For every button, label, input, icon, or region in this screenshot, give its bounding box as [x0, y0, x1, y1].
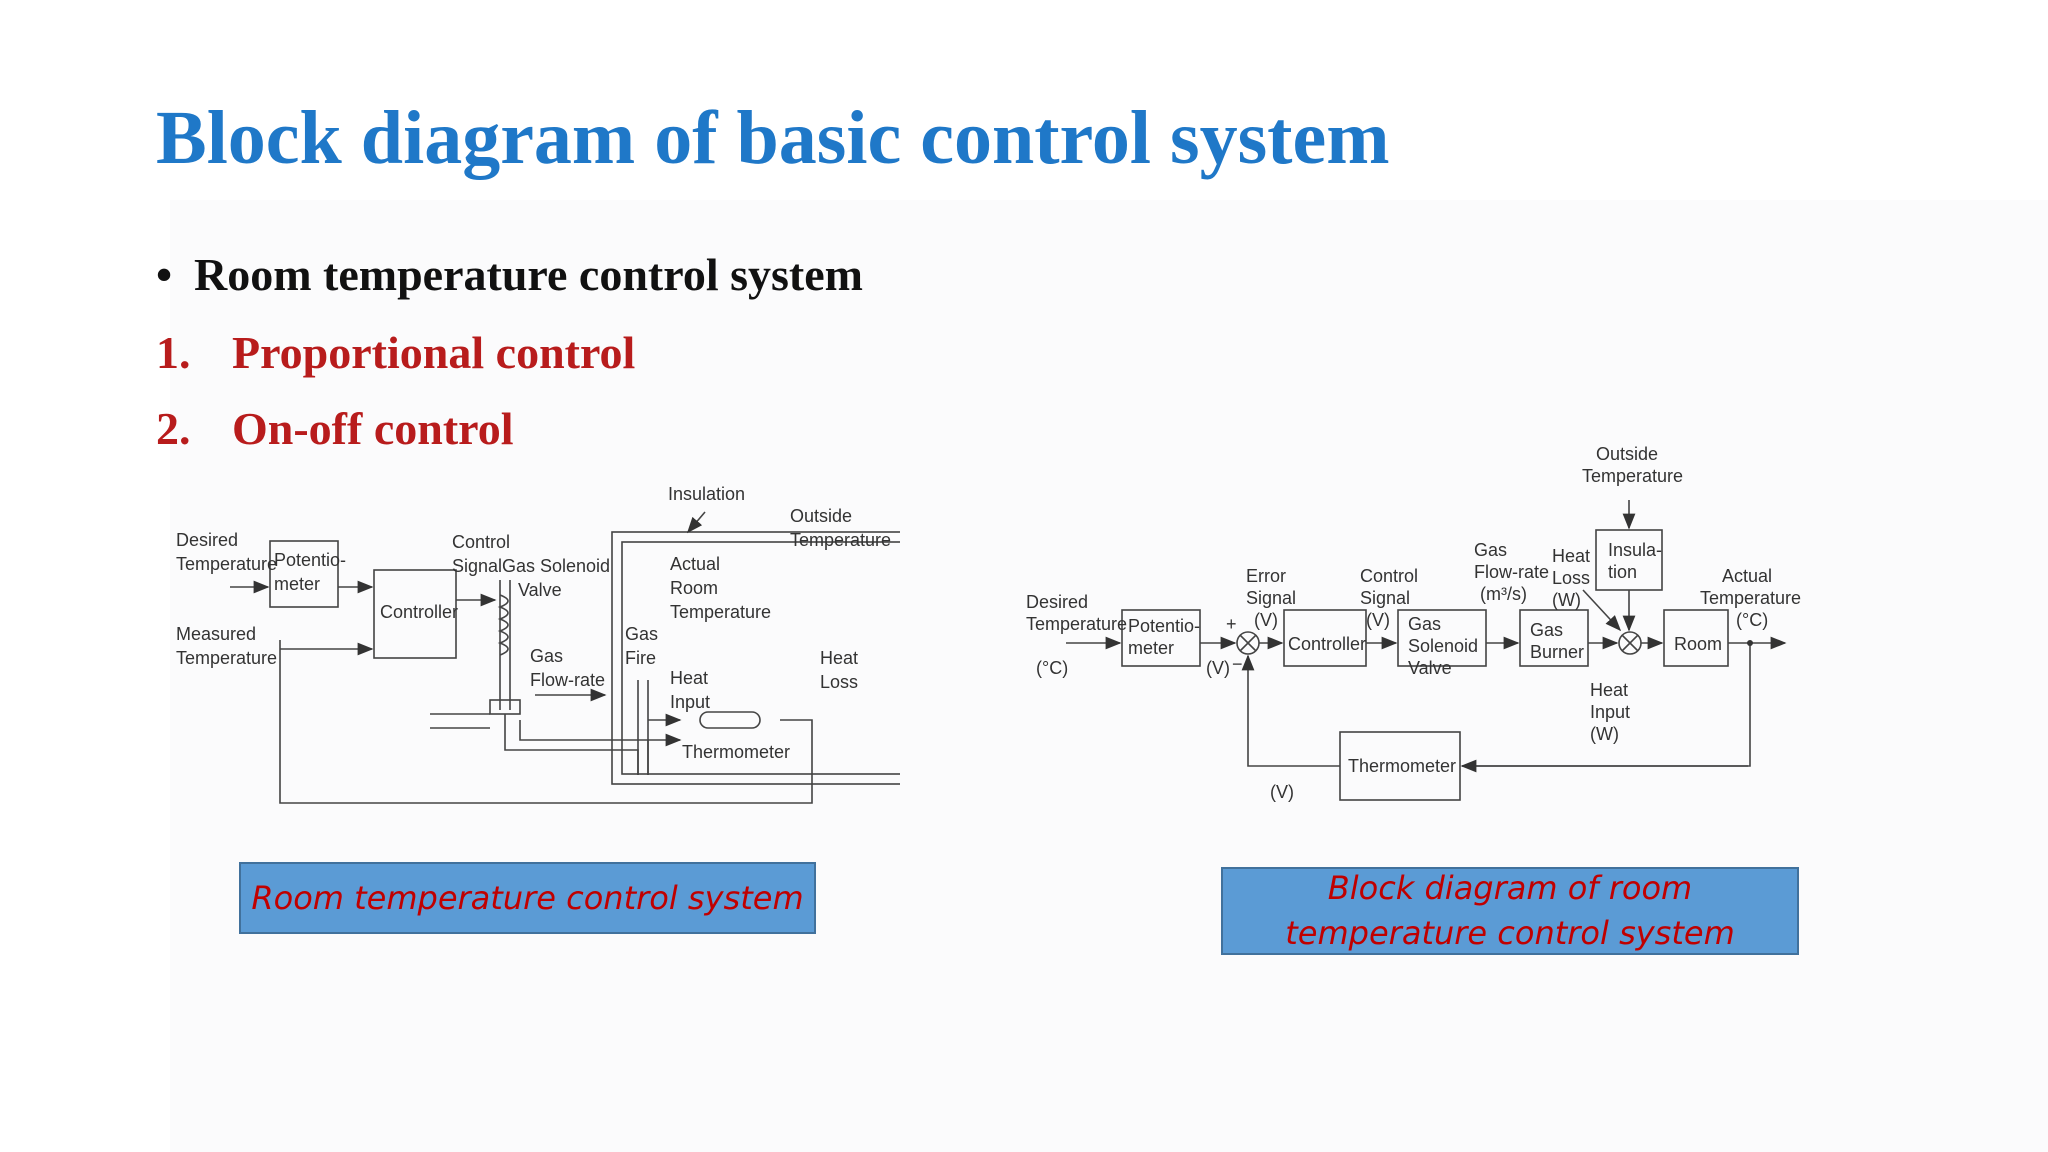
- label-potentiometer-output: (V): [1206, 658, 1230, 678]
- label-control-signal-2: Signal: [452, 556, 502, 576]
- label-measured-temp-2: Temperature: [176, 648, 277, 668]
- label-actual-temp: Actual: [1722, 566, 1772, 586]
- item-number: 2.: [156, 403, 191, 454]
- label-actual-temp-2: Temperature: [1700, 588, 1801, 608]
- label-outside-temp-2: Temperature: [790, 530, 891, 550]
- label-gas-burner-2: Burner: [1530, 642, 1584, 662]
- label-control-signal-3: (V): [1366, 610, 1390, 630]
- label-error-signal-3: (V): [1254, 610, 1278, 630]
- label-control-signal-2: Signal: [1360, 588, 1410, 608]
- label-feedback-volts: (V): [1270, 782, 1294, 802]
- label-thermometer: Thermometer: [1348, 756, 1456, 776]
- label-actual-temp-3: (°C): [1736, 610, 1768, 630]
- label-heat-input-2: Input: [670, 692, 710, 712]
- item-number: 1.: [156, 327, 191, 378]
- label-outside-temp: Outside: [790, 506, 852, 526]
- label-measured-temp: Measured: [176, 624, 256, 644]
- label-thermometer: Thermometer: [682, 742, 790, 762]
- label-control-signal: Control: [452, 532, 510, 552]
- label-heat-loss-2: Loss: [820, 672, 858, 692]
- label-gas-burner: Gas: [1530, 620, 1563, 640]
- label-actual-room-temp-3: Temperature: [670, 602, 771, 622]
- label-actual-room-temp-2: Room: [670, 578, 718, 598]
- label-gas-flow-rate-2: Flow-rate: [530, 670, 605, 690]
- item-text: On-off control: [232, 403, 514, 454]
- room-enclosure: [611, 531, 900, 785]
- label-heat-input: Heat: [1590, 680, 1628, 700]
- label-gas-flow-rate: Gas: [1474, 540, 1507, 560]
- bullet-text: Room temperature control system: [194, 249, 863, 300]
- label-minus-sign: −: [1232, 654, 1243, 674]
- label-outside-temp-2: Temperature: [1582, 466, 1683, 486]
- slide-background: [170, 200, 2048, 1152]
- label-gas-solenoid-valve-2: Solenoid: [1408, 636, 1478, 656]
- room-inner-wall: [621, 541, 900, 775]
- room-block: [1663, 609, 1729, 667]
- controller-block: [373, 569, 457, 659]
- caption-block-diagram: Block diagram of room temperature contro…: [1221, 867, 1799, 955]
- gas-burner-block: [1519, 609, 1589, 667]
- label-desired-temp-unit: (°C): [1036, 658, 1068, 678]
- bullet-room-temperature: • Room temperature control system: [156, 252, 863, 298]
- valve-body: [489, 699, 521, 715]
- label-gas-flow-rate-3: (m³/s): [1480, 584, 1527, 604]
- label-room: Room: [1674, 634, 1722, 654]
- room-temperature-system-diagram: Insulation Outside Temperature Desired T…: [176, 484, 900, 804]
- label-potentiometer-2: meter: [274, 574, 320, 594]
- controller-block: [1283, 609, 1367, 667]
- label-gas-fire-2: Fire: [625, 648, 656, 668]
- item-proportional-control: 1. Proportional control: [156, 330, 635, 376]
- thermometer-bulb: [699, 711, 761, 729]
- label-error-signal: Error: [1246, 566, 1286, 586]
- label-outside-temp: Outside: [1596, 444, 1658, 464]
- slide-title: Block diagram of basic control system: [156, 96, 1390, 180]
- label-insulation-2: tion: [1608, 562, 1637, 582]
- label-heat-loss-3: (W): [1552, 590, 1581, 610]
- label-desired-temp: Desired: [1026, 592, 1088, 612]
- label-plus-sign: +: [1226, 614, 1237, 634]
- potentiometer-block: [269, 540, 339, 608]
- label-heat-input: Heat: [670, 668, 708, 688]
- label-potentiometer: Potentio-: [1128, 616, 1200, 636]
- label-gas-flow-rate-2: Flow-rate: [1474, 562, 1549, 582]
- label-heat-loss-2: Loss: [1552, 568, 1590, 588]
- potentiometer-block: [1121, 609, 1201, 667]
- label-gas-solenoid-valve-3: Valve: [1408, 658, 1452, 678]
- item-text: Proportional control: [232, 327, 636, 378]
- label-insulation: Insula-: [1608, 540, 1662, 560]
- caption-room-temperature-system: Room temperature control system: [239, 862, 816, 934]
- block-diagram: Outside Temperature Insula- tion Gas Flo…: [1026, 444, 1801, 802]
- label-error-signal-2: Signal: [1246, 588, 1296, 608]
- label-controller: Controller: [1288, 634, 1366, 654]
- label-heat-loss: Heat: [1552, 546, 1590, 566]
- label-actual-room-temp: Actual: [670, 554, 720, 574]
- label-heat-loss: Heat: [820, 648, 858, 668]
- label-gas-solenoid-valve-2: Valve: [518, 580, 562, 600]
- label-insulation: Insulation: [668, 484, 745, 504]
- solenoid-coil: [497, 594, 509, 656]
- label-desired-temp: Desired: [176, 530, 238, 550]
- label-heat-input-2: Input: [1590, 702, 1630, 722]
- item-on-off-control: 2. On-off control: [156, 406, 514, 452]
- label-potentiometer: Potentio-: [274, 550, 346, 570]
- label-gas-solenoid-valve: Gas Solenoid: [502, 556, 610, 576]
- label-gas-flow-rate: Gas: [530, 646, 563, 666]
- gas-solenoid-valve-block: [1397, 609, 1487, 667]
- label-desired-temp-2: Temperature: [1026, 614, 1127, 634]
- label-desired-temp-2: Temperature: [176, 554, 277, 574]
- feedback-line: [279, 649, 813, 804]
- label-gas-fire: Gas: [625, 624, 658, 644]
- label-potentiometer-2: meter: [1128, 638, 1174, 658]
- label-control-signal: Control: [1360, 566, 1418, 586]
- label-heat-input-3: (W): [1590, 724, 1619, 744]
- label-controller: Controller: [380, 602, 458, 622]
- label-gas-solenoid-valve: Gas: [1408, 614, 1441, 634]
- bullet-marker: •: [156, 249, 173, 300]
